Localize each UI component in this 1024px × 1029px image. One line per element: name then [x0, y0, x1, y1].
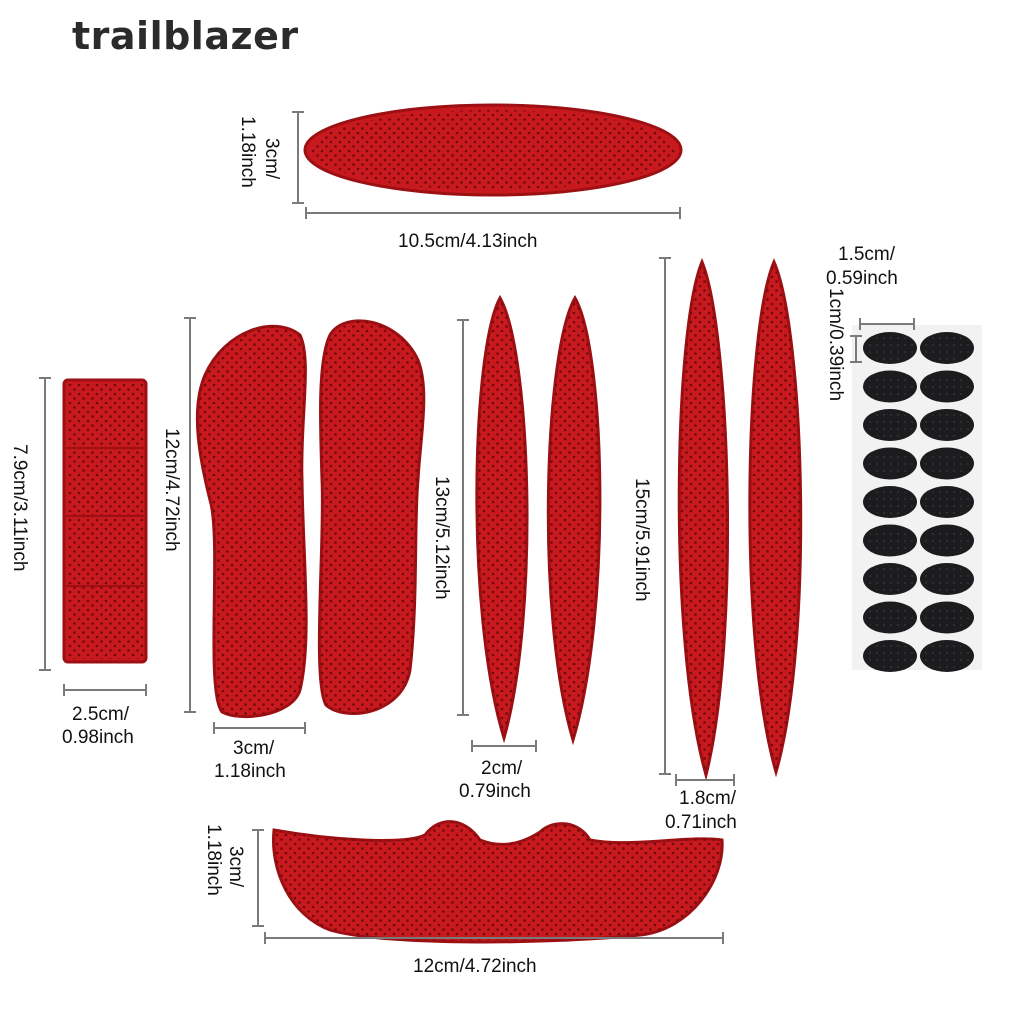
dot-perforation [866, 566, 914, 592]
brand-logo: trailblazer [72, 14, 299, 58]
dot-height-label: 1cm/0.39inch [825, 288, 846, 402]
dot-perforation [866, 412, 914, 438]
mid-pad-left [475, 294, 529, 744]
mid-pad-width-label-2: 0.79inch [459, 781, 531, 802]
top-oval-pad [303, 103, 683, 197]
bottom-shaped-pad [271, 820, 724, 944]
dot-perforation [866, 527, 914, 554]
dot-perforation [866, 489, 914, 515]
strip-width-label-1: 2.5cm/ [72, 704, 130, 725]
dot-perforation [923, 604, 971, 631]
dot-perforation [923, 335, 971, 361]
strip-width-label-2: 0.98inch [62, 727, 134, 748]
dot-perforation [866, 604, 914, 631]
dot-width-label-1: 1.5cm/ [838, 244, 896, 265]
dot-sticker-sheet [852, 325, 982, 672]
shaped-pad-width-label-1: 3cm/ [233, 738, 275, 759]
bottom-pad-height-label-1: 3cm/ [225, 846, 246, 888]
bottom-pad-width-label: 12cm/4.72inch [413, 956, 537, 977]
tall-pad-width-label-2: 0.71inch [665, 812, 737, 833]
tall-pad-width-label-1: 1.8cm/ [679, 788, 737, 809]
dot-perforation [866, 335, 914, 361]
dot-perforation [923, 412, 971, 438]
mid-pad-width-label-1: 2cm/ [481, 758, 523, 779]
shaped-pad-width-label-2: 1.18inch [214, 761, 286, 782]
dimension-lines [39, 111, 915, 944]
top-pad-height-label-1: 3cm/ [261, 138, 282, 180]
dot-perforation [923, 566, 971, 592]
top-pad-width-label: 10.5cm/4.13inch [398, 231, 538, 252]
mid-pad-height-label: 13cm/5.12inch [431, 476, 452, 600]
dot-perforation [923, 489, 971, 515]
top-pad-height-label-2: 1.18inch [237, 116, 258, 188]
dot-perforation [923, 373, 971, 400]
tall-pad-height-label: 15cm/5.91inch [631, 478, 652, 602]
tall-pad-left [677, 258, 730, 781]
mid-pad-right [546, 294, 602, 746]
bottom-pad-height-label-2: 1.18inch [203, 824, 224, 896]
dot-perforation [923, 450, 971, 477]
dot-perforation [866, 643, 914, 669]
dot-width-label-2: 0.59inch [826, 268, 898, 289]
dot-perforation [923, 527, 971, 554]
shaped-pad-height-label: 12cm/4.72inch [161, 428, 182, 552]
rect-strip-pad [62, 378, 148, 664]
tall-pad-right [748, 258, 803, 778]
strip-height-label: 7.9cm/3.11inch [9, 444, 30, 572]
dot-perforation [923, 643, 971, 669]
shaped-pad-left [195, 324, 308, 719]
dot-perforation [866, 450, 914, 477]
shaped-pad-right [317, 319, 426, 715]
dot-perforation [866, 373, 914, 400]
